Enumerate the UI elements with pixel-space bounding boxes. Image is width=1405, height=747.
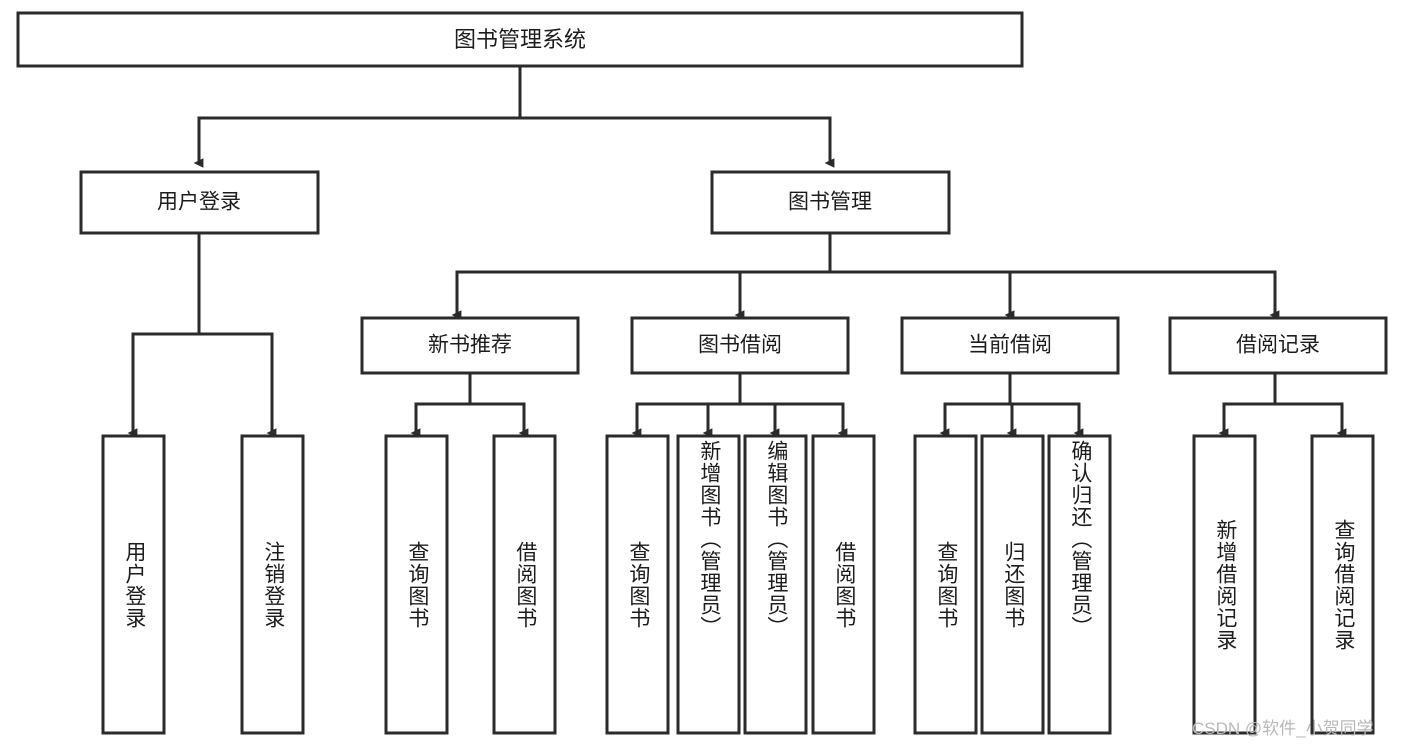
node-leaf-query-book-3-box[interactable] xyxy=(913,434,978,735)
watermark-text: CSDN @软件_小贺同学 xyxy=(1192,719,1374,738)
node-new-book-recommend-box[interactable] xyxy=(360,316,580,375)
node-book-manage[interactable]: 图书管理 xyxy=(710,170,951,235)
node-borrow-record-box[interactable] xyxy=(1168,316,1388,375)
node-current-borrow[interactable]: 当前借阅 xyxy=(900,316,1120,375)
node-book-manage-label: 图书管理 xyxy=(788,191,872,214)
node-borrow-record[interactable]: 借阅记录 xyxy=(1168,316,1388,375)
connector-group-user-login xyxy=(127,231,277,438)
node-leaf-borrow-book-2-box[interactable] xyxy=(811,434,876,735)
node-root[interactable]: 图书管理系统 xyxy=(16,11,1024,68)
node-leaf-add-record-box[interactable] xyxy=(1192,434,1257,735)
node-current-borrow-label: 当前借阅 xyxy=(968,334,1052,357)
connector-group-new-book-recommend xyxy=(410,371,529,438)
node-leaf-query-book-1-box[interactable] xyxy=(384,434,449,735)
node-leaf-user-logout-box[interactable] xyxy=(240,434,305,735)
node-leaf-borrow-book-1-box[interactable] xyxy=(492,434,557,735)
node-leaf-add-book-box[interactable] xyxy=(676,434,741,735)
node-book-borrow-label: 图书借阅 xyxy=(698,334,782,357)
node-root-label: 图书管理系统 xyxy=(454,27,586,52)
node-book-manage-box[interactable] xyxy=(710,170,951,235)
node-leaf-query-record-box[interactable] xyxy=(1310,434,1375,735)
node-book-borrow[interactable]: 图书借阅 xyxy=(630,316,850,375)
node-leaf-user-login-box[interactable] xyxy=(101,434,166,735)
node-root-box[interactable] xyxy=(16,11,1024,68)
node-current-borrow-box[interactable] xyxy=(900,316,1120,375)
node-leaf-return-book-box[interactable] xyxy=(980,434,1045,735)
node-book-borrow-box[interactable] xyxy=(630,316,850,375)
leaf-boxes xyxy=(101,434,1375,735)
node-leaf-confirm-return-box[interactable] xyxy=(1047,434,1112,735)
node-user-login-label: 用户登录 xyxy=(157,191,241,214)
node-user-login-box[interactable] xyxy=(79,170,320,235)
node-borrow-record-label: 借阅记录 xyxy=(1236,334,1320,357)
node-user-login[interactable]: 用户登录 xyxy=(79,170,320,235)
node-new-book-recommend[interactable]: 新书推荐 xyxy=(360,316,580,375)
connector-group-root xyxy=(193,64,835,168)
node-leaf-query-book-2-box[interactable] xyxy=(605,434,670,735)
node-leaf-edit-book-box[interactable] xyxy=(743,434,808,735)
node-new-book-recommend-label: 新书推荐 xyxy=(428,334,512,357)
connector-group-current-borrow xyxy=(939,371,1084,438)
connector-group-book-borrow xyxy=(631,371,848,438)
connector-group-borrow-record xyxy=(1218,371,1347,438)
connector-group-book-manage xyxy=(451,231,1280,320)
